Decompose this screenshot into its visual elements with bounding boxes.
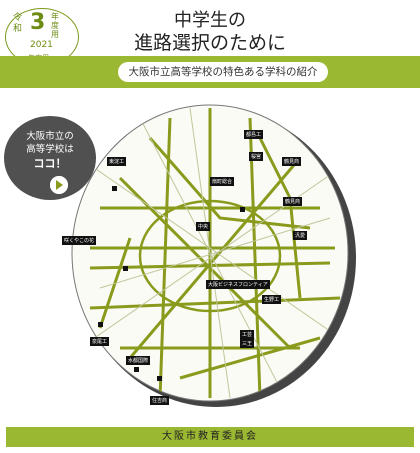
badge-year-number: 3 bbox=[30, 10, 46, 35]
school-marker bbox=[240, 207, 245, 212]
school-marker bbox=[98, 322, 103, 327]
school-label: 扇町総合 bbox=[210, 177, 235, 186]
school-label: 大阪ビジネスフロンティア bbox=[206, 280, 270, 289]
school-label: 汎愛 bbox=[293, 231, 308, 240]
school-marker bbox=[123, 266, 128, 271]
school-label: 都島工 bbox=[244, 130, 264, 139]
school-marker bbox=[134, 367, 139, 372]
badge-era: 令和 bbox=[13, 13, 23, 34]
school-label: 中央 bbox=[196, 222, 211, 231]
page-title-line1: 中学生の bbox=[174, 10, 246, 31]
school-label: 東淀工 bbox=[107, 157, 127, 166]
school-label: 工芸 bbox=[240, 330, 255, 339]
school-label: 水都国際 bbox=[126, 356, 151, 365]
school-label: 鶴見商 bbox=[283, 197, 303, 206]
footer-band: 大阪市教育委員会 bbox=[6, 427, 414, 447]
school-map bbox=[71, 104, 356, 407]
callout-line2: 高等学校は bbox=[26, 144, 74, 155]
callout-line1: 大阪市立の bbox=[26, 131, 74, 142]
school-marker bbox=[157, 376, 162, 381]
callout-line3: ココ！ bbox=[33, 157, 67, 170]
school-label: 三王 bbox=[240, 339, 255, 348]
school-label: 生野工 bbox=[262, 295, 282, 304]
badge-nendo: 年度用 bbox=[51, 12, 59, 39]
badge-year: 2021 bbox=[30, 40, 53, 50]
school-label: 泉尾工 bbox=[90, 337, 110, 346]
school-label: 住吉商 bbox=[150, 396, 170, 405]
school-label: 鶴見商 bbox=[282, 157, 302, 166]
page-title-line2: 進路選択のために bbox=[133, 32, 286, 54]
subtitle-pill: 大阪市立高等学校の特色ある学科の紹介 bbox=[118, 62, 328, 82]
arrow-right-icon bbox=[50, 176, 68, 194]
school-marker bbox=[112, 186, 117, 191]
school-label: 咲くやこの花 bbox=[62, 236, 97, 245]
school-label: 桜宮 bbox=[249, 152, 264, 161]
